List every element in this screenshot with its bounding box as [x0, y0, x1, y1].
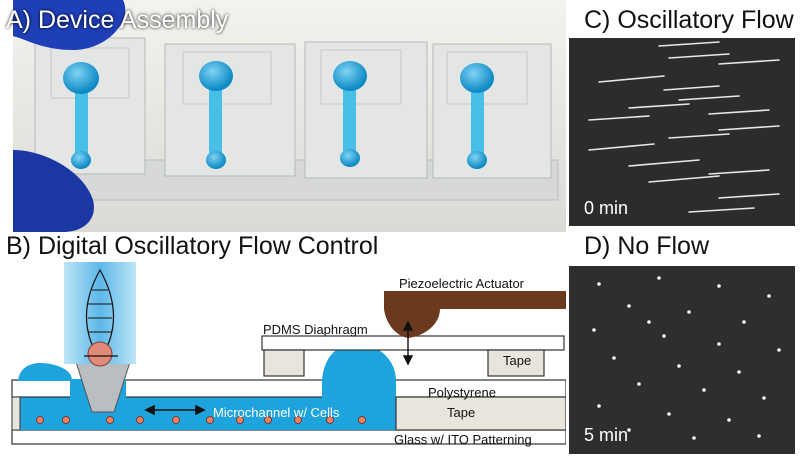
panel-b-title: B) Digital Oscillatory Flow Control: [6, 232, 379, 260]
lower-tape: [395, 396, 566, 431]
upper-tape-left: [263, 349, 305, 377]
microchannel-fluid: [12, 397, 396, 430]
device-2: [164, 43, 296, 177]
panel-c-title: C) Oscillatory Flow: [584, 6, 794, 34]
device-assembly-photo: [13, 0, 566, 232]
device-3: [304, 41, 428, 179]
label-pdms-diaphragm: PDMS Diaphragm: [263, 322, 368, 337]
glove-bottom: [13, 150, 94, 232]
upper-tape-right: [487, 349, 545, 377]
oscillatory-flow-micrograph: [569, 38, 795, 226]
piezo-tip: [384, 309, 440, 338]
panel-d-title: D) No Flow: [584, 232, 710, 260]
label-tape-bottom: Tape: [447, 405, 476, 420]
flow-control-schematic: [11, 262, 566, 445]
glove-top: [13, 0, 126, 50]
pdms-diaphragm: [261, 335, 565, 351]
label-microchannel: Microchannel w/ Cells: [213, 405, 340, 420]
oscillation-arrow: [144, 404, 206, 416]
polystyrene-layer: [11, 379, 566, 398]
panel-a-title: A) Device Assembly: [6, 6, 229, 34]
piezo-actuator: [384, 291, 566, 309]
inlet-reservoir: [18, 362, 72, 381]
time-label-5min: 5 min: [584, 425, 629, 445]
channel-cells: [36, 416, 366, 424]
cell-streaks: [588, 41, 780, 213]
outlet-reservoir: [322, 343, 396, 381]
stationary-cells: [592, 276, 781, 440]
label-glass-ito: Glass w/ ITO Patterning: [394, 432, 532, 447]
flow-arrows-vertical: [88, 289, 112, 333]
device-4: [432, 43, 552, 179]
label-polystyrene: Polystyrene: [428, 385, 496, 400]
time-label-0min: 0 min: [584, 198, 629, 218]
trapped-cell: [87, 341, 113, 367]
actuation-arrow: [402, 320, 414, 366]
label-tape-top: Tape: [503, 353, 532, 368]
no-flow-micrograph: [569, 266, 795, 454]
label-piezoelectric-actuator: Piezoelectric Actuator: [399, 276, 525, 291]
device-1: [34, 37, 146, 175]
